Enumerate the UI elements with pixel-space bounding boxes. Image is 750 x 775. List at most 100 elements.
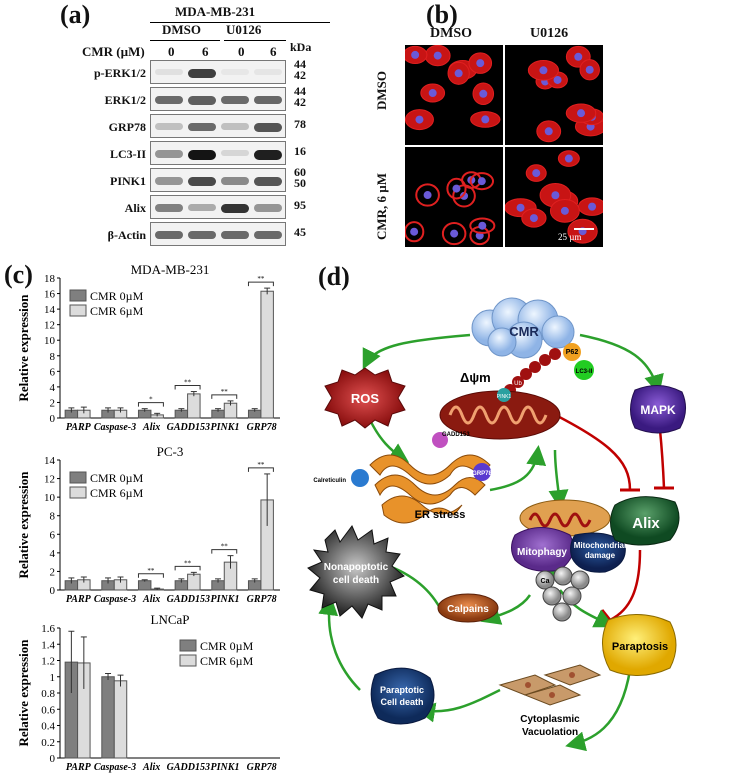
chart-title: MDA-MB-231 [131,262,210,277]
blot-band [155,177,183,185]
cell-nucleus [564,154,573,163]
cell-nucleus [410,227,419,236]
label-lc3: LC3-II [576,369,593,375]
arrow-paraptotic-nonapoptotic [318,595,361,691]
ros-icon [324,367,406,429]
y-axis-label: Relative expression [16,294,31,402]
x-tick-label: PINK1 [211,762,240,773]
cell-nucleus [476,59,485,68]
blot-line-dmso [150,40,220,41]
label-ros: ROS [351,391,380,406]
inhibit-alix-paraptosis [609,549,642,622]
cell-nucleus [516,203,525,212]
label-vacuolation-1: Cytoplasmic [520,714,580,725]
blot-band [254,231,282,240]
cell-nucleus [450,229,459,238]
label-mitophagy: Mitophagy [517,547,567,558]
label-nonapoptotic-1: Nonapoptotic [324,562,389,573]
significance-bracket [211,394,238,399]
blot-row-label: ERK1/2 [104,93,146,107]
cell-nucleus [454,69,463,78]
significance-bracket [247,467,274,472]
gadd153-icon [432,432,448,448]
legend-label: CMR 0µM [90,289,144,303]
pathway-diagram: CMR ROS MAPK Ub P62 LC3-II Δψm PINK1 Cal… [307,297,686,752]
cell-body [469,217,496,234]
y-tick-label: 4 [50,382,56,394]
label-er-stress: ER stress [415,509,466,521]
blot-strip [150,222,286,246]
y-tick-label: 4 [50,548,56,560]
blot-strip [150,141,286,165]
blot-cell-line: MDA-MB-231 [175,4,256,19]
legend-swatch [69,289,87,302]
blot-band [188,123,216,132]
y-tick-label: 1.6 [41,623,55,635]
x-tick-label: GRP78 [247,422,277,433]
cell-body [441,221,467,246]
cell-nucleus [560,206,569,215]
arrow-calcium-calpains [480,594,532,625]
x-tick-label: GADD153 [167,762,210,773]
blot-dose-2: 6 [202,44,209,59]
cell-nucleus [588,202,597,211]
significance-mark: * [149,396,153,404]
x-tick-label: PINK1 [211,594,240,605]
label-cmr: CMR [509,324,539,339]
blot-row-label: LC3-II [109,147,146,161]
label-calpains: Calpains [447,604,489,615]
chart-title: PC-3 [157,444,184,459]
significance-mark: ** [184,379,192,387]
cell-nucleus [428,89,437,98]
blot-band [188,96,216,105]
legend-swatch [179,639,197,652]
panel-label-c: (c) [4,260,33,289]
legend-swatch [179,654,197,667]
x-tick-label: GADD153 [167,422,210,433]
significance-mark: ** [184,559,192,567]
y-tick-label: 0 [50,585,56,597]
x-tick-label: GRP78 [247,594,277,605]
significance-mark: ** [257,275,265,283]
legend-label: CMR 0µM [90,471,144,485]
legend-swatch [69,304,87,317]
y-tick-label: 2 [50,566,56,578]
blot-band [254,69,282,76]
calreticulin-icon [351,469,369,487]
y-tick-label: 12 [44,320,55,332]
label-ca: Ca [541,578,550,585]
blot-row-label: GRP78 [108,120,146,134]
blot-band [155,150,183,158]
micrograph-cmr-dmso [405,147,503,247]
legend-label: CMR 6µM [90,486,144,500]
blot-band [254,177,282,186]
cell-body [446,177,467,200]
blot-row-label: Alix [124,201,146,215]
cell-nucleus [532,169,541,178]
y-tick-label: 14 [44,455,56,467]
cell-nucleus [477,177,486,186]
blot-group-u0126: U0126 [226,22,262,37]
arrow-paraptosis-vacuolation [565,669,632,752]
alix-icon [610,496,680,546]
blot-band [188,150,216,160]
nonapoptotic-death-icon [307,525,405,619]
ubiquitin-chain-icon [504,348,561,396]
blot-band [188,177,216,186]
lc3-icon [574,360,594,380]
blot-kda: 60 50 [294,165,306,190]
scale-bar [574,228,594,230]
arrow-ros-er [368,419,410,463]
label-dpsi: Δψm [460,370,491,385]
cell-nucleus [553,75,562,84]
micro-col-u0126: U0126 [530,26,569,41]
x-tick-label: PARP [66,762,92,773]
label-grp78: GRP78 [472,471,492,477]
blot-band [188,204,216,212]
blot-cmr-label: CMR (µM) [82,44,145,59]
micrograph-dmso-dmso [405,45,503,145]
x-tick-label: Alix [142,762,160,773]
blot-band [254,150,282,160]
y-tick-label: 6 [50,366,56,378]
